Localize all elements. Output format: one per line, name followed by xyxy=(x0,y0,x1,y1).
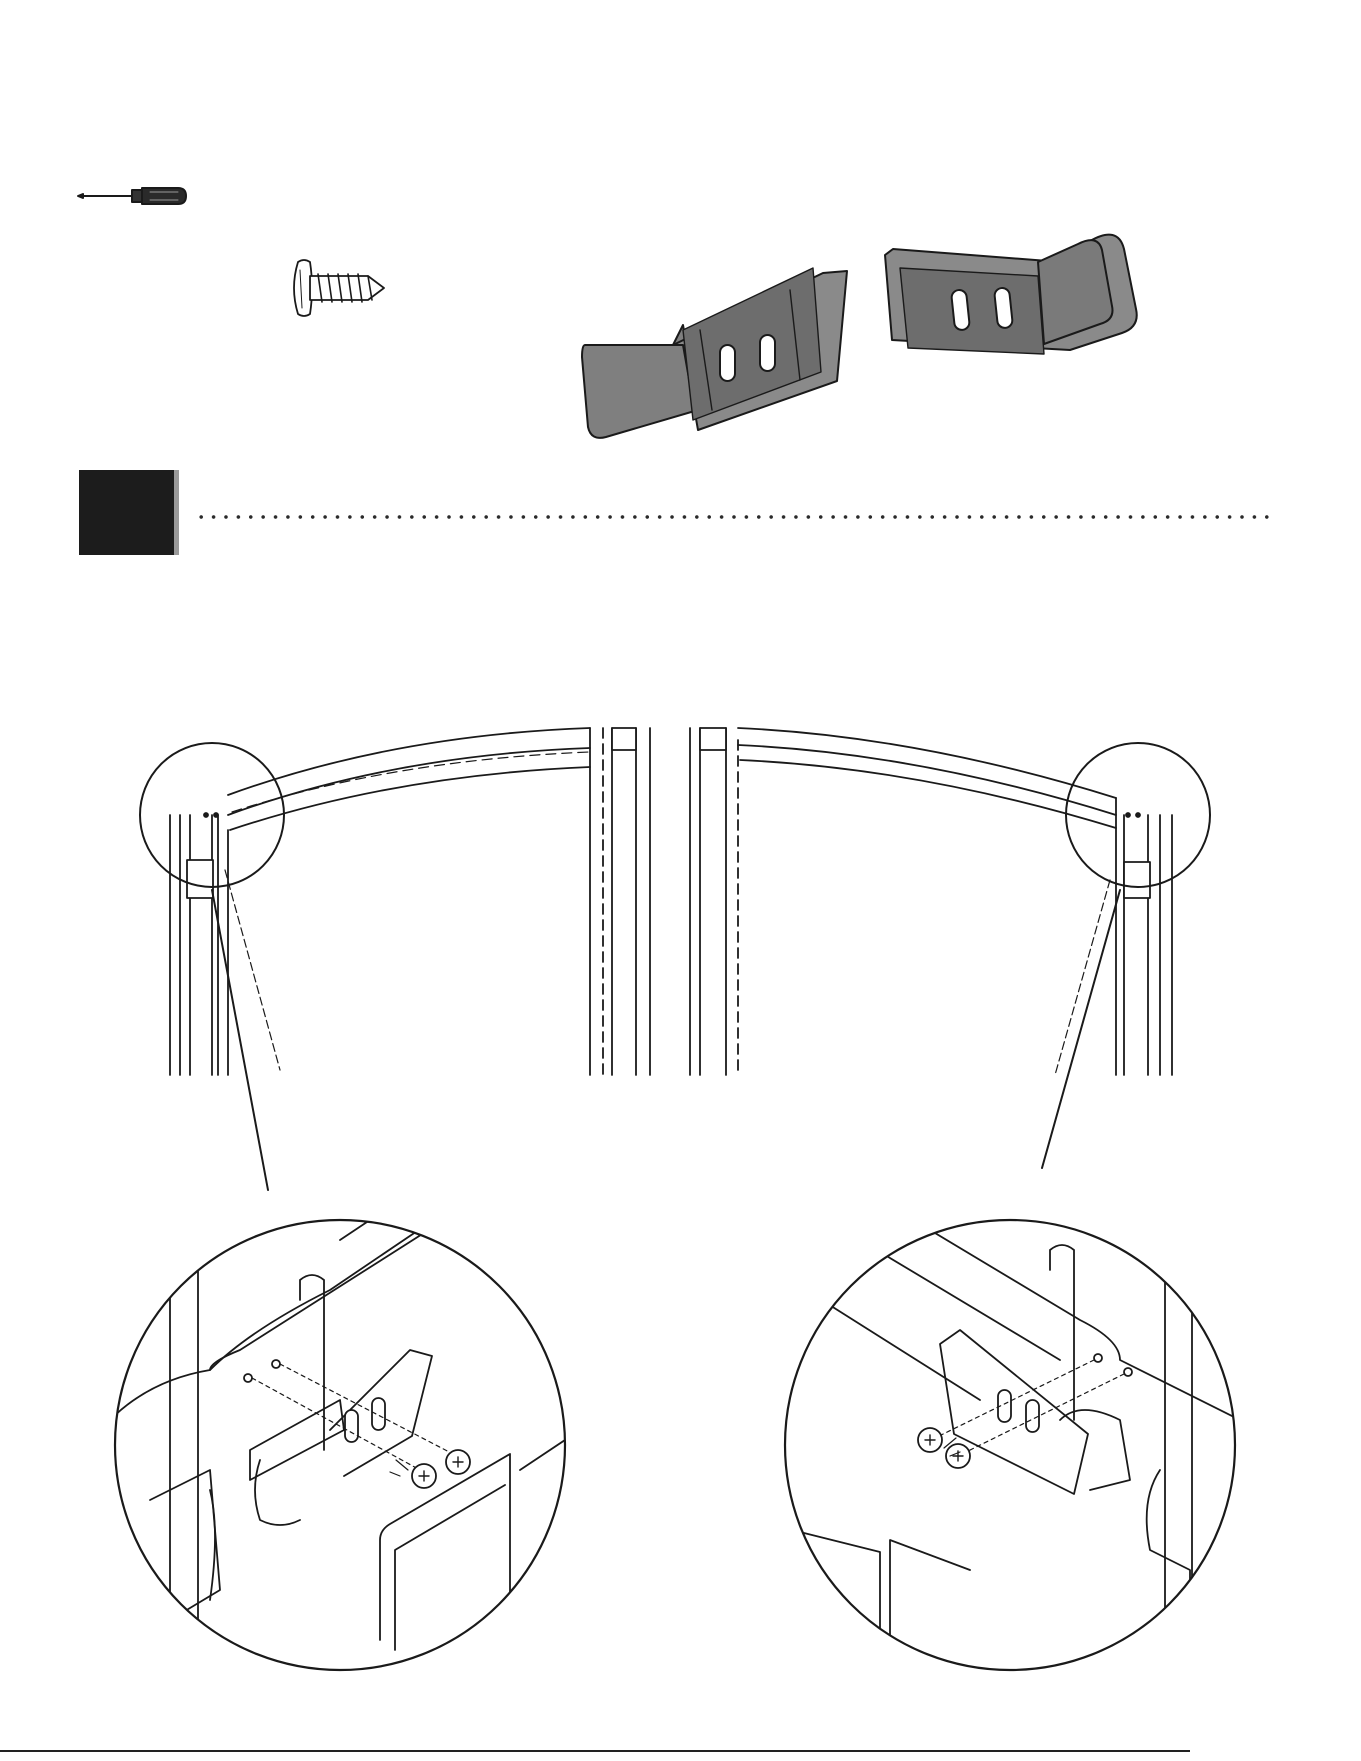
left-detail-view xyxy=(110,1120,580,1680)
right-door-upper xyxy=(690,728,1210,1168)
bracket-right-icon xyxy=(885,235,1137,354)
screw-icon xyxy=(294,260,384,316)
bracket-left-icon xyxy=(582,268,847,438)
screwdriver-icon xyxy=(78,188,186,204)
left-door-upper xyxy=(140,728,650,1190)
bottom-rule xyxy=(0,1750,1190,1752)
right-detail-view xyxy=(785,1200,1240,1702)
